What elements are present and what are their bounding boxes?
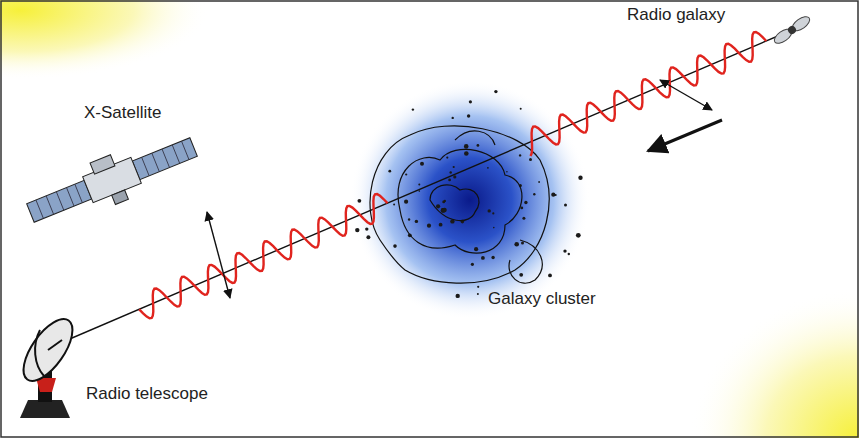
radio-wave (531, 32, 767, 156)
part-label: Radio telescope (86, 385, 208, 404)
part-label: Galaxy cluster (488, 290, 596, 309)
part-label: Radio galaxy (627, 6, 725, 25)
radio-wave (139, 194, 387, 318)
part-label: X-Satellite (84, 104, 161, 123)
